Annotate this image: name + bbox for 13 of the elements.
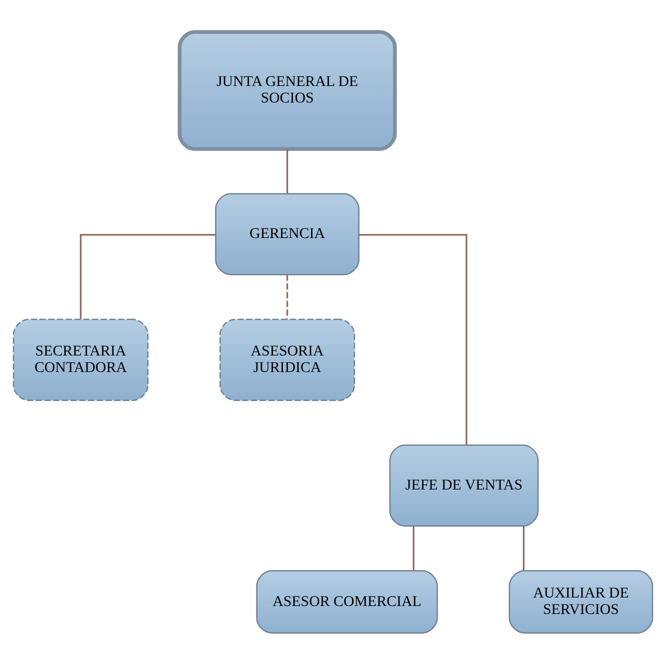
connector [412,526,414,571]
node-box: AUXILIAR DE SERVICIOS [508,570,654,634]
node-box: GERENCIA [215,193,360,276]
node-box: SECRETARIA CONTADORA [12,318,149,401]
connector [286,274,288,320]
connector [522,526,525,571]
connector [286,149,288,194]
connector [359,234,468,445]
node-box: JUNTA GENERAL DE SOCIOS [178,30,397,151]
node-box: ASESORIA JURIDICA [219,318,356,401]
connector [80,234,216,320]
node-box: JEFE DE VENTAS [389,444,539,527]
node-box: ASESOR COMERCIAL [256,570,438,634]
